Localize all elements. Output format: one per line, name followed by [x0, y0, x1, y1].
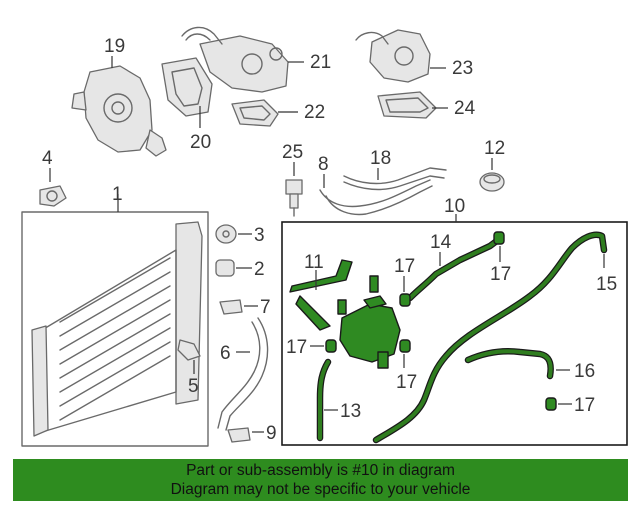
- banner-line-1: Part or sub-assembly is #10 in diagram: [186, 462, 455, 479]
- gasket-22: [231, 99, 279, 127]
- banner-line-2: Diagram may not be specific to your vehi…: [170, 481, 471, 498]
- callout-21: 21: [310, 52, 331, 73]
- callout-18: 18: [370, 148, 391, 169]
- grommet-17-mid: [399, 293, 411, 307]
- callout-13: 13: [340, 401, 361, 422]
- hose-13: [316, 358, 332, 442]
- hose-14: [406, 236, 502, 302]
- grommet-17-right: [545, 397, 557, 411]
- callout-17-mid: 17: [394, 256, 415, 277]
- water-pump-assembly: [71, 65, 167, 157]
- cap-12: [479, 172, 505, 192]
- gasket-20: [161, 57, 213, 117]
- callout-15: 15: [596, 274, 617, 295]
- callout-8: 8: [318, 154, 329, 175]
- callout-12: 12: [484, 138, 505, 159]
- hose-6: [217, 317, 269, 431]
- callout-11: 11: [304, 252, 324, 273]
- callout-3: 3: [254, 225, 265, 246]
- callout-17-right: 17: [574, 395, 595, 416]
- radiator-1: [21, 211, 209, 447]
- gasket-24: [377, 91, 437, 119]
- thermostat-housing-21: [181, 26, 289, 93]
- hose-16: [464, 348, 554, 380]
- callout-19: 19: [104, 36, 125, 57]
- callout-2: 2: [254, 259, 265, 280]
- info-banner: Part or sub-assembly is #10 in diagram D…: [13, 459, 628, 501]
- clamp-9: [227, 427, 251, 443]
- mount-2: [215, 259, 235, 277]
- callout-10: 10: [444, 196, 465, 217]
- drain-5: [177, 339, 201, 361]
- callout-25: 25: [282, 142, 303, 163]
- callout-4: 4: [42, 148, 53, 169]
- cap-4: [39, 185, 67, 207]
- callout-9: 9: [266, 423, 277, 444]
- callout-23: 23: [452, 58, 473, 79]
- callout-14: 14: [430, 232, 452, 253]
- callout-17-left: 17: [286, 337, 307, 358]
- sensor-25: [285, 179, 303, 217]
- grommet-17-left: [325, 339, 337, 353]
- parts-diagram: 19 20 21 22 23 24 25 18 8 12 4 1 10 3 2 …: [21, 26, 628, 447]
- callout-22: 22: [304, 102, 325, 123]
- mount-3: [215, 224, 237, 244]
- reservoir-tank: [339, 295, 401, 369]
- callout-17-top: 17: [490, 264, 511, 285]
- callout-7: 7: [260, 297, 271, 318]
- callout-16: 16: [574, 361, 595, 382]
- bracket-11: [289, 259, 379, 331]
- clamp-7: [219, 299, 243, 315]
- housing-23: [355, 29, 431, 83]
- hose-15: [372, 231, 608, 444]
- callout-17-bottom: 17: [396, 372, 417, 393]
- hose-8: [319, 179, 433, 216]
- hose-18: [343, 167, 447, 191]
- callout-1: 1: [112, 184, 123, 205]
- grommet-17-bottom: [399, 339, 411, 353]
- grommet-17-top: [493, 231, 505, 245]
- callout-6: 6: [220, 343, 231, 364]
- callout-20: 20: [190, 132, 211, 153]
- callout-5: 5: [188, 376, 199, 397]
- callout-24: 24: [454, 98, 476, 119]
- assembly-10-box: [281, 221, 628, 446]
